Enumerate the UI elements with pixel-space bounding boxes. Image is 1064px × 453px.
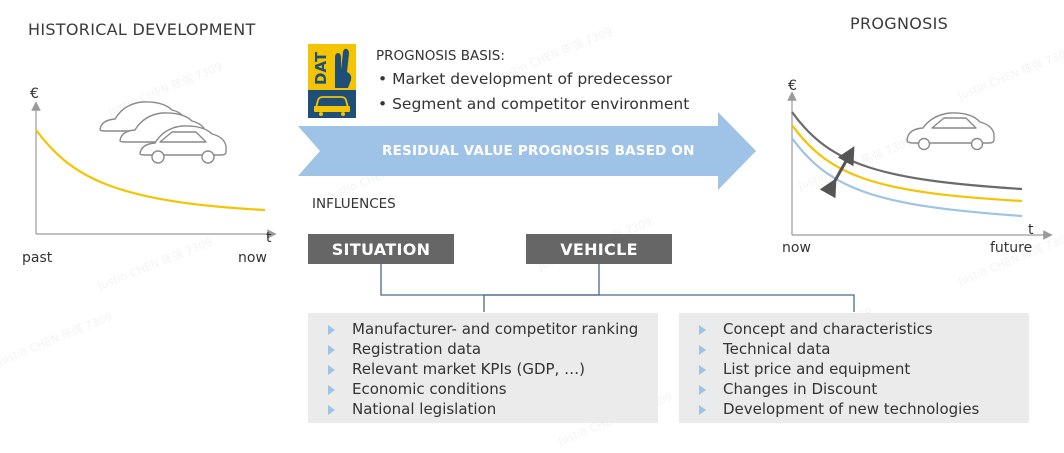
situation-panel: Manufacturer- and competitor ranking Reg… [308,313,658,423]
residual-value-arrow [298,112,756,190]
prognosis-x-label: t [1028,222,1034,238]
prognosis-start-label: now [782,240,811,256]
list-item: Registration data [328,339,658,359]
prognosis-curve-mid [791,124,1023,203]
prognosis-curve-lower [791,137,1023,218]
vehicle-panel: Concept and characteristics Technical da… [679,313,1029,423]
bullet-triangle-icon [699,405,706,415]
basis-item: • Market development of predecessor [378,70,673,88]
car-stack-icon [99,101,227,164]
bullet-triangle-icon [699,385,706,395]
watermark: Justin CHEN 陈强 7309 [0,309,114,368]
car-icon [906,112,995,151]
bullet-triangle-icon [699,365,706,375]
list-item: Technical data [699,339,1029,359]
historical-curve [35,129,266,212]
historical-end-label: now [238,250,267,266]
bullet-triangle-icon [699,325,706,335]
vehicle-box: VEHICLE [526,234,672,264]
list-item: Manufacturer- and competitor ranking [328,319,658,339]
bullet-triangle-icon [328,365,335,375]
prognosis-chart [787,91,1053,240]
basis-item: • Segment and competitor environment [378,95,690,113]
bullet-triangle-icon [328,405,335,415]
bullet-triangle-icon [328,385,335,395]
list-item: List price and equipment [699,359,1029,379]
list-item: National legislation [328,399,658,419]
dat-logo: DAT [308,44,356,118]
list-item: Relevant market KPIs (GDP, …) [328,359,658,379]
list-item: Changes in Discount [699,379,1029,399]
connector-lines [380,264,855,312]
prognosis-title: PROGNOSIS [850,14,949,33]
range-arrow [819,146,855,199]
arrow-label: RESIDUAL VALUE PROGNOSIS BASED ON [382,143,695,159]
list-item: Development of new technologies [699,399,1029,419]
svg-text:DAT: DAT [312,51,330,85]
list-item: Concept and characteristics [699,319,1029,339]
bullet-triangle-icon [328,345,335,355]
historical-start-label: past [22,250,53,266]
historical-y-label: € [30,86,39,102]
prognosis-end-label: future [990,240,1033,256]
prognosis-curve-upper [791,111,1023,191]
historical-title: HISTORICAL DEVELOPMENT [28,20,256,39]
prognosis-y-label: € [788,78,797,94]
bullet-triangle-icon [328,325,335,335]
historical-chart [31,101,277,239]
situation-box: SITUATION [308,234,454,264]
bullet-triangle-icon [699,345,706,355]
basis-title: PROGNOSIS BASIS: [376,48,505,64]
historical-x-label: t [266,230,272,246]
list-item: Economic conditions [328,379,658,399]
influences-title: INFLUENCES [312,196,396,212]
